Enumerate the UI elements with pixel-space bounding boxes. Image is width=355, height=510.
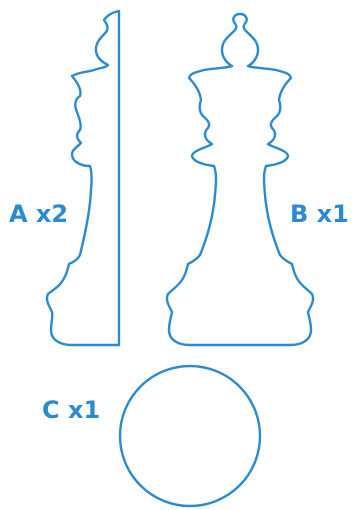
piece-c-label: C x1: [42, 396, 101, 424]
piece-b-bishop-outline: [165, 12, 315, 347]
piece-a-half-bishop-outline: [45, 9, 121, 347]
piece-a-label: A x2: [9, 200, 69, 228]
piece-b-label: B x1: [290, 200, 349, 228]
piece-c-circle-outline: [118, 364, 262, 508]
